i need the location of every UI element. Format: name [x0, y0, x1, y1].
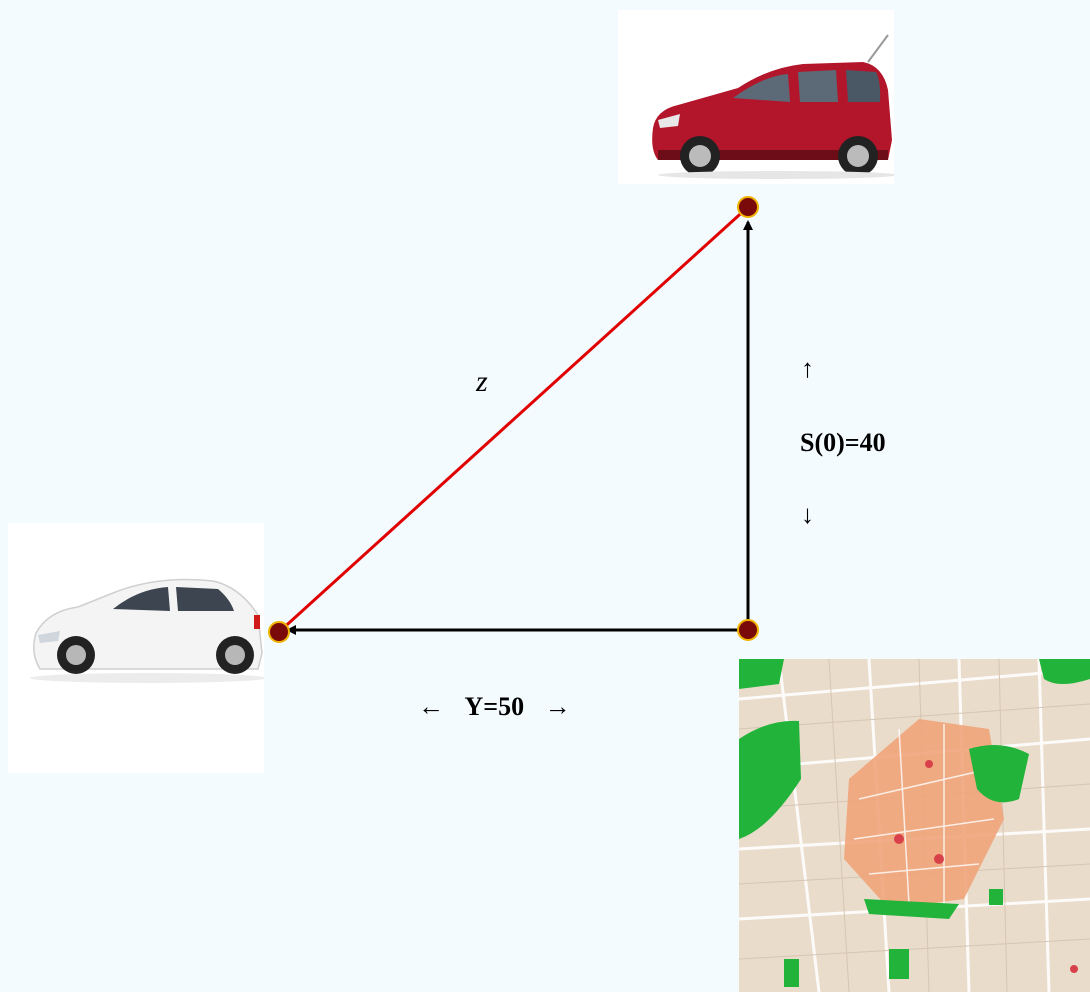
down-arrow-glyph: ↓ — [801, 500, 814, 529]
hypotenuse-label: z — [476, 365, 488, 398]
vertical-distance-label: S(0)=40 — [800, 428, 886, 457]
horizontal-distance-row: ← Y=50 → — [418, 692, 571, 722]
white-car-image — [8, 523, 266, 773]
up-arrow-glyph: ↑ — [801, 354, 814, 383]
red-car-image — [618, 10, 898, 184]
horizontal-distance-label: Y=50 — [464, 692, 525, 721]
vertex-left — [268, 621, 290, 643]
vertex-right-angle — [737, 619, 759, 641]
left-arrow-glyph: ← — [418, 692, 444, 721]
city-map-image — [739, 659, 1090, 992]
right-arrow-glyph: → — [544, 692, 571, 721]
hypotenuse-line — [277, 205, 750, 634]
vertex-top — [737, 196, 759, 218]
